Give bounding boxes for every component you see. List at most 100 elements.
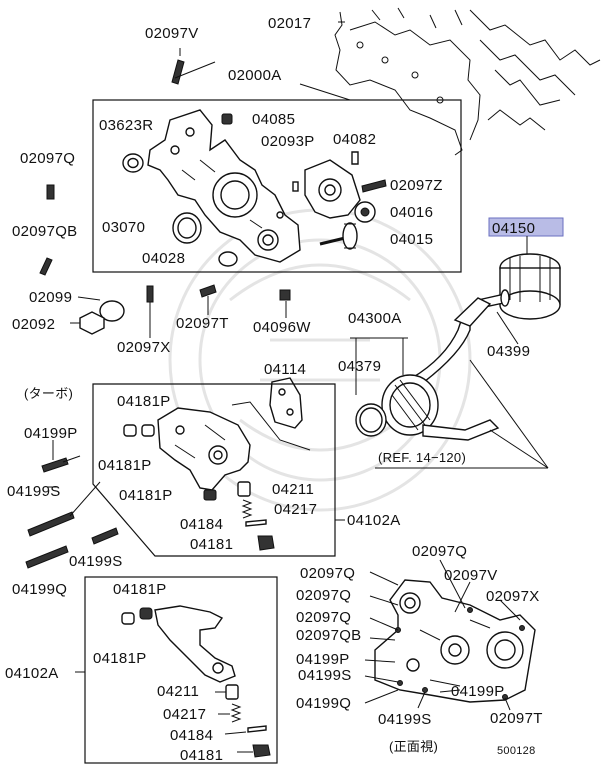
label-04096W: 04096W [253,319,311,336]
label-04181P: 04181P [93,650,147,667]
pump-housing-turbo-drawing [157,401,311,491]
label-04199P: 04199P [24,425,78,442]
bolt-02097Q-left [46,184,55,200]
bolt-04096W [279,289,291,301]
label-04199Q: 04199Q [296,695,351,712]
label-04199S: 04199S [69,553,123,570]
screw-04082 [351,151,359,165]
highlight-04150 [488,217,564,237]
label-02097Z: 02097Z [390,177,443,194]
oil-cooler-drawing [381,297,500,441]
label-04085: 04085 [252,111,295,128]
label-04211: 04211 [157,683,199,700]
bolt-04199S-a [27,511,75,537]
front-view-leaders [364,559,521,711]
pin-04181P-c [203,489,217,501]
label-04199S: 04199S [378,711,432,728]
label-04181P: 04181P [119,487,173,504]
label-03623R: 03623R [99,117,153,134]
pin-04181P-d [121,612,135,625]
assembly-box-04102A-turbo [92,383,336,557]
label-02097X: 02097X [117,339,171,356]
label-04300A: 04300A [348,310,402,327]
bolt-02097X [146,285,154,303]
label-02097Q: 02097Q [300,565,355,582]
pin-04181P-a [123,424,137,437]
pin-04181P-b [141,424,155,437]
label-04199S: 04199S [298,667,352,684]
bolt-04199P-a [41,457,69,473]
plunger-04211-a [237,481,251,497]
label-02093P: 02093P [261,133,315,150]
label-04399: 04399 [487,343,530,360]
bolt-02097Z [361,179,387,193]
label-04016: 04016 [390,204,433,221]
plunger-04211-b [225,684,239,700]
oil-filter-04150-drawing [499,236,561,320]
label-04217: 04217 [274,501,317,518]
label-02097V: 02097V [444,567,498,584]
spring-04217-a [241,499,253,519]
label-04082: 04082 [333,131,376,148]
label-04015: 04015 [390,231,433,248]
label-04181: 04181 [180,747,223,764]
label-02097Q: 02097Q [412,543,467,560]
o-ring-04028 [218,251,238,267]
label-04379: 04379 [338,358,381,375]
label-04028: 04028 [142,250,185,267]
gear-04016 [354,201,376,223]
label-04184: 04184 [180,516,223,533]
spring-04217-b [230,703,242,723]
label-02017: 02017 [268,15,311,32]
gasket-04114 [269,377,303,429]
label-02097T: 02097T [176,315,229,332]
gear-04015 [319,222,358,250]
label-04181P: 04181P [113,581,167,598]
label-figure-number: 500128 [497,745,536,757]
label-02097Q: 02097Q [20,150,75,167]
label-02097Q: 02097Q [296,587,351,604]
bolt-04199Q-a [25,545,69,569]
plug-04181-a [257,535,275,551]
label-02097T: 02097T [490,710,543,727]
pump-housing-drawing [154,605,236,683]
pin-04181P-e [139,607,153,620]
label-02000A: 02000A [228,67,282,84]
label-04199Q: 04199Q [12,581,67,598]
plug-04181-b [252,744,271,758]
label-02097X: 02097X [486,588,540,605]
label-04102A: 04102A [347,512,401,529]
bolt-02097V [171,59,185,85]
label-02097Q: 02097Q [296,609,351,626]
bolt-02097QB-left [39,257,53,276]
label-04102A: 04102A [5,665,59,682]
pin-04184-b [247,725,267,733]
label-04184: 04184 [170,727,213,744]
plug-04085 [221,113,233,125]
label-04150: 04150 [492,220,535,237]
label-04199S: 04199S [7,483,61,500]
label-02097V: 02097V [145,25,199,42]
label-front-view: (正面視) [389,739,438,754]
label-04199P: 04199P [451,683,505,700]
front-view-drawing [374,579,536,703]
label-turbo: (ターボ) [24,386,73,401]
label-02097QB: 02097QB [12,223,77,240]
gasket-02099 [99,300,125,322]
pin-04184-a [245,519,267,527]
label-04211: 04211 [272,481,314,498]
bolt-02097T [199,284,217,298]
label-03070: 03070 [102,219,145,236]
label-04114: 04114 [264,361,306,378]
label-04181P: 04181P [117,393,171,410]
label-02092: 02092 [12,316,55,333]
bolt-04199S-b [91,527,119,545]
pin-02093P [292,181,299,192]
label-04181P: 04181P [98,457,152,474]
label-02097QB: 02097QB [296,627,361,644]
label-04217: 04217 [163,706,206,723]
engine-block-drawing [334,7,601,156]
assembly-box-04102A [84,576,278,764]
plug-02092 [79,311,105,335]
